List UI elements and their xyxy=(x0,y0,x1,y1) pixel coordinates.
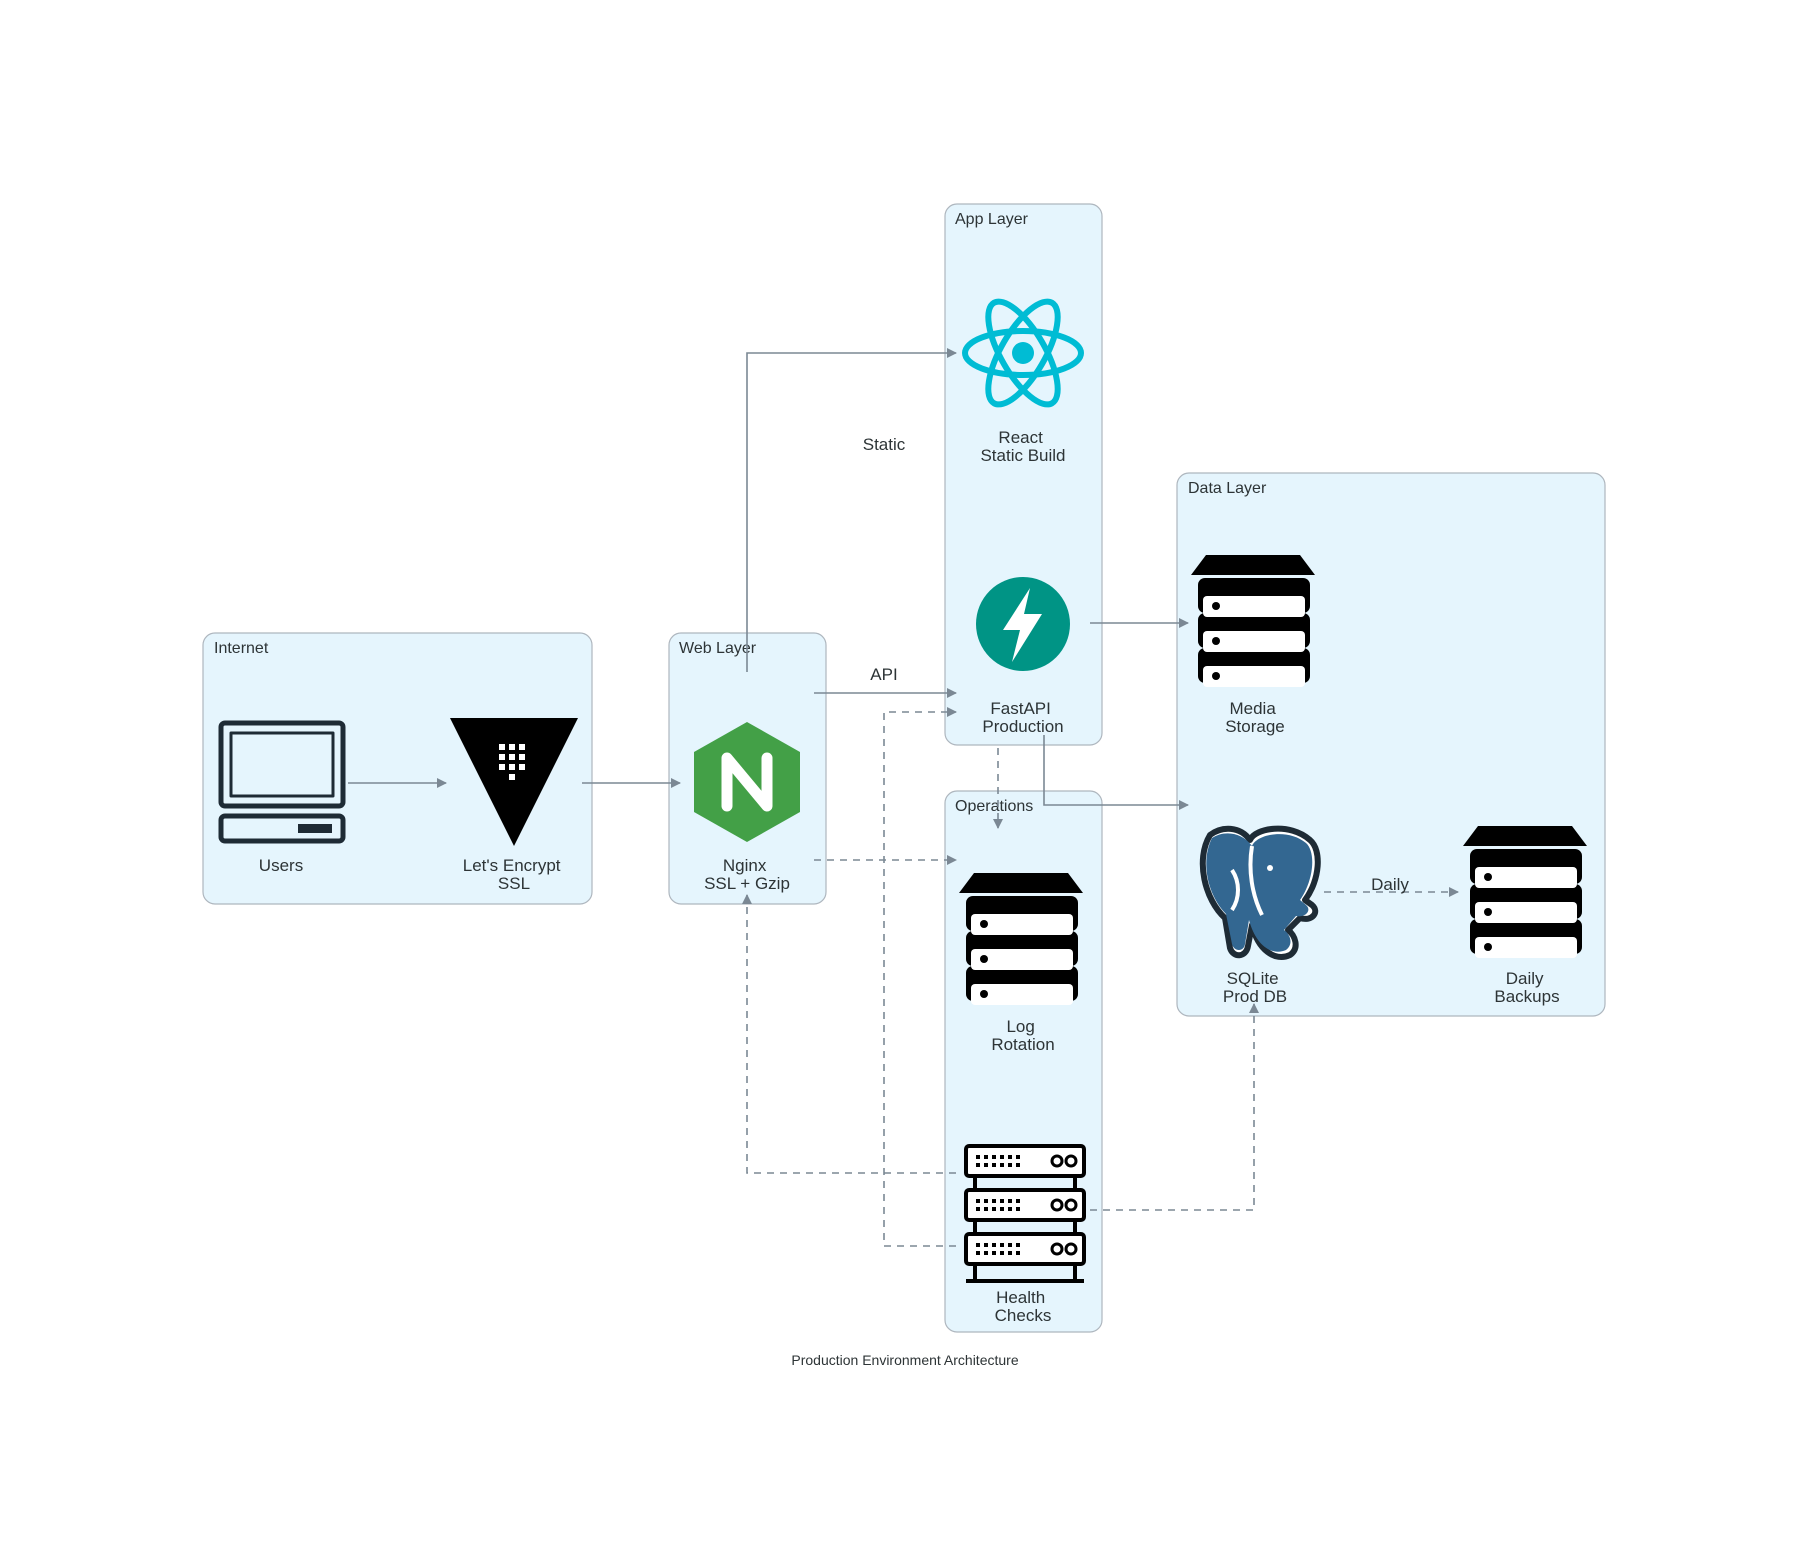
edge-fastapi-to-sqlite xyxy=(1043,735,1189,810)
diagram-caption: Production Environment Architecture xyxy=(791,1352,1018,1368)
storage-icon xyxy=(1463,826,1587,958)
node-sqlite: SQLite Prod DB xyxy=(1199,825,1321,1006)
cluster-data-layer-label: Data Layer xyxy=(1188,480,1267,497)
edge-nginx-to-react xyxy=(746,348,957,672)
node-nginx: Nginx SSL + Gzip xyxy=(694,722,800,893)
log-rotation-label: Log Rotation xyxy=(991,1017,1054,1054)
node-fastapi: FastAPI Production xyxy=(976,577,1070,736)
sqlite-label: SQLite Prod DB xyxy=(1223,969,1287,1006)
cluster-operations-label: Operations xyxy=(955,798,1033,815)
node-log-rotation: Log Rotation xyxy=(959,873,1083,1054)
storage-icon xyxy=(1191,555,1315,687)
cluster-internet-label: Internet xyxy=(214,640,269,657)
nginx-icon xyxy=(694,722,800,842)
node-react: React Static Build xyxy=(962,298,1084,465)
node-daily-backups: Daily Backups xyxy=(1463,826,1587,1006)
node-users: Users xyxy=(218,720,346,875)
cluster-app-layer-label: App Layer xyxy=(955,211,1029,228)
edges xyxy=(348,348,1459,1247)
letsencrypt-label: Let's Encrypt SSL xyxy=(463,856,565,893)
users-label: Users xyxy=(259,856,303,875)
nginx-label: Nginx SSL + Gzip xyxy=(704,856,790,893)
cluster-internet: Internet xyxy=(202,632,593,905)
daily-backups-label: Daily Backups xyxy=(1494,969,1559,1006)
edge-health-to-nginx xyxy=(742,894,956,1174)
edge-health-to-fastapi xyxy=(883,707,957,1247)
edge-health-to-sqlite xyxy=(1090,1003,1259,1211)
storage-icon xyxy=(959,873,1083,1005)
edge-label-api: API xyxy=(870,665,897,684)
react-icon xyxy=(962,298,1084,408)
node-media-storage: Media Storage xyxy=(1191,555,1315,736)
node-health-checks: Health Checks xyxy=(964,1144,1086,1325)
health-checks-label: Health Checks xyxy=(995,1288,1052,1325)
node-letsencrypt: Let's Encrypt SSL xyxy=(450,718,578,893)
postgres-elephant-icon xyxy=(1199,825,1321,960)
edge-label-static: Static xyxy=(863,435,906,454)
fastapi-icon xyxy=(976,577,1070,671)
cluster-web-layer-label: Web Layer xyxy=(679,640,757,657)
laptop-icon xyxy=(218,720,346,844)
server-rack-icon xyxy=(964,1144,1086,1283)
media-storage-label: Media Storage xyxy=(1225,699,1285,736)
fastapi-label: FastAPI Production xyxy=(982,699,1063,736)
react-label: React Static Build xyxy=(980,428,1065,465)
edge-label-daily: Daily xyxy=(1371,875,1409,894)
vault-triangle-icon xyxy=(450,718,578,846)
